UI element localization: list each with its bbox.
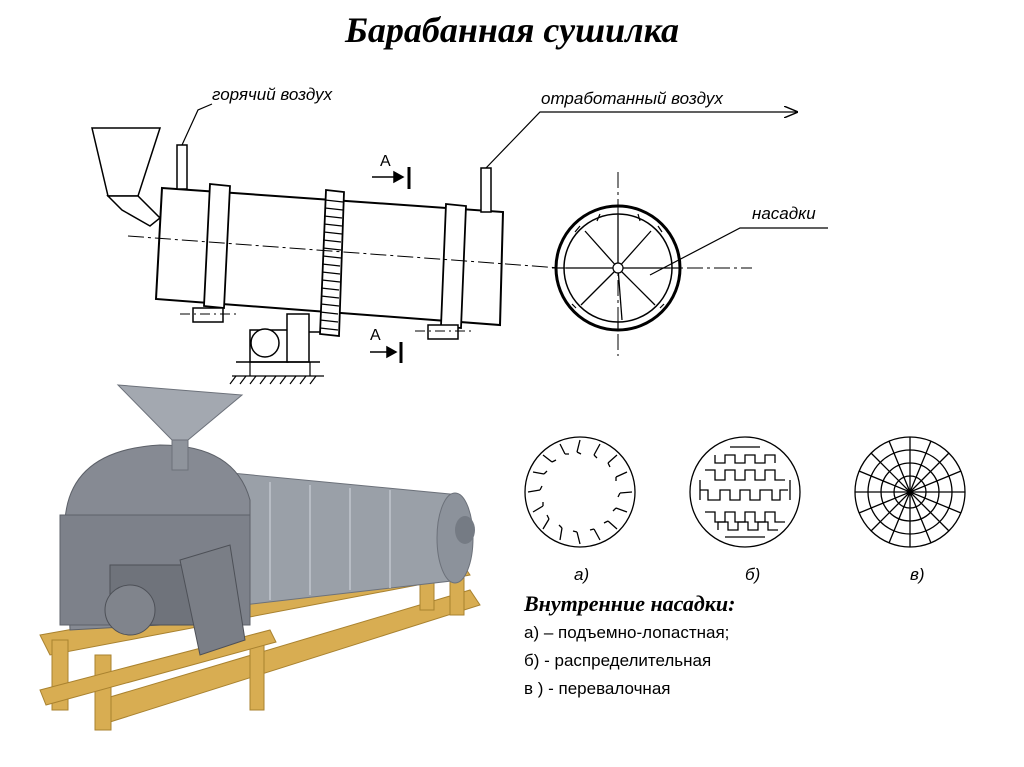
- section-mark-top: [372, 167, 411, 189]
- packing-b: [689, 436, 801, 548]
- packing-item-b: б) - распределительная: [524, 651, 712, 670]
- packing-c-label: в): [910, 565, 925, 584]
- gear-ring: [319, 188, 345, 337]
- drum-cross-section: [552, 172, 752, 356]
- section-label-top: А: [380, 153, 391, 170]
- packing-b-label: б): [745, 565, 761, 584]
- packing-a: [524, 436, 636, 548]
- drive-motor: [236, 313, 320, 363]
- section-mark-bottom: [370, 342, 403, 363]
- packing-item-a: а) – подъемно-лопастная;: [524, 623, 730, 642]
- page-title: Барабанная сушилка: [345, 10, 679, 50]
- right-support-roller: [427, 324, 459, 340]
- exhaust-leader: [485, 112, 797, 169]
- hot-air-label: горячий воздух: [212, 85, 333, 104]
- nozzles-label: насадки: [752, 204, 816, 223]
- packing-c: [854, 436, 966, 548]
- drum-axis: [127, 235, 561, 269]
- left-support-roller: [192, 307, 224, 323]
- exhaust-pipe: [480, 167, 492, 213]
- feed-hopper: [91, 127, 162, 227]
- packings-heading: Внутренние насадки:: [524, 591, 736, 616]
- foundation-hatch: [229, 362, 324, 385]
- packing-item-c: в ) - перевалочная: [524, 679, 671, 698]
- nozzles-leader: [649, 227, 828, 276]
- left-tire-ring: [203, 183, 231, 309]
- drum-dryer-photo: [39, 384, 481, 731]
- hot-air-leader: [181, 103, 213, 146]
- packing-a-label: а): [574, 565, 590, 584]
- exhaust-air-label: отработанный воздух: [541, 89, 723, 108]
- hot-air-pipe: [176, 144, 188, 190]
- right-tire-ring: [440, 203, 467, 329]
- section-label-bottom: А: [370, 327, 381, 344]
